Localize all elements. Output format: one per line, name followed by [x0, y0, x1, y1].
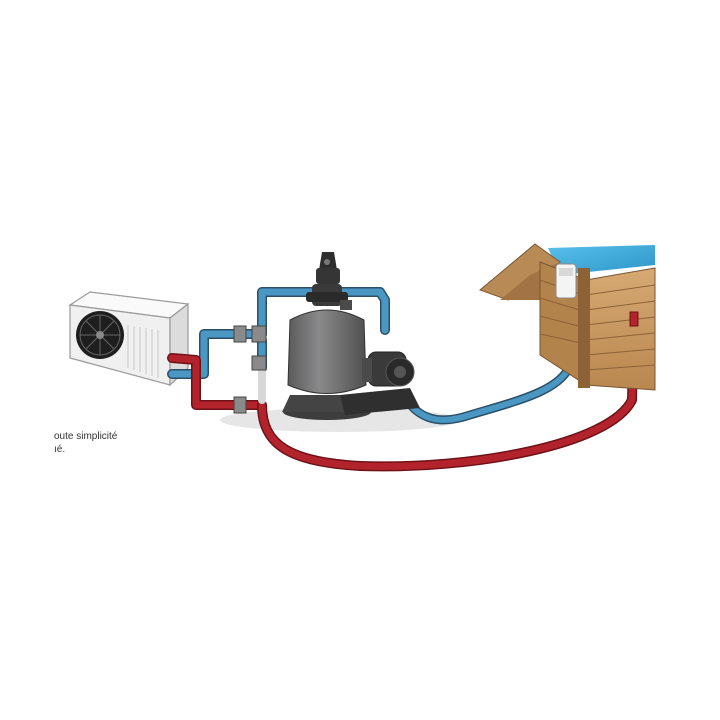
- skimmer-icon: [555, 263, 577, 299]
- caption-line-1: oute simplicité: [54, 431, 118, 442]
- wooden-pool: [479, 243, 656, 391]
- sand-filter: [282, 252, 372, 420]
- filtration-pump: [340, 351, 420, 415]
- heat-pump: [68, 291, 190, 387]
- heat-pump-fan-icon: [76, 311, 124, 359]
- ground-shadow: [220, 408, 460, 432]
- cold-pipe-network: [167, 277, 580, 425]
- filter-valve-icon: [306, 252, 352, 310]
- bypass-valves: [233, 325, 267, 414]
- pump-motor-icon: [362, 351, 415, 387]
- caption-line-2: ıé.: [54, 444, 66, 455]
- hot-pipe-network: [167, 315, 639, 472]
